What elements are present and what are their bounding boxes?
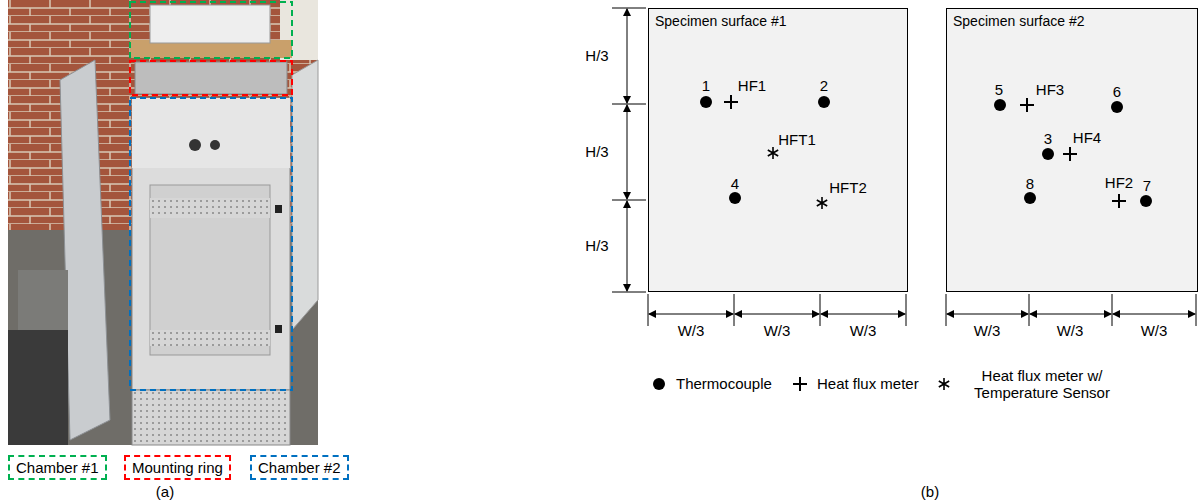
panel-label: (a) — [156, 484, 174, 501]
callout-number: 1 — [702, 78, 710, 95]
thermocouple-dot — [653, 378, 665, 390]
callout-number: 2 — [820, 78, 828, 95]
panel-label: (b) — [921, 484, 939, 501]
sensor-label: HF2 — [1105, 175, 1133, 192]
callout-number: 8 — [1026, 176, 1034, 193]
specimen-surface: Specimen surface #1 — [648, 8, 908, 292]
legend-swatch: Chamber #1 — [8, 455, 107, 480]
dimension-label: W/3 — [1141, 323, 1168, 340]
legend-text: Heat flux meter w/ Temperature Sensor — [962, 367, 1122, 402]
sensor-label: HF1 — [738, 78, 766, 95]
dimension-label: W/3 — [764, 323, 791, 340]
dimension-label: W/3 — [850, 323, 877, 340]
dimension-label: H/3 — [585, 238, 608, 255]
heat-flux-cross — [1020, 98, 1034, 112]
thermocouple-dot — [994, 99, 1006, 111]
thermocouple-dot — [1140, 195, 1152, 207]
dimension-label: W/3 — [678, 323, 705, 340]
legend-text: Mounting ring — [132, 459, 223, 476]
surface-title: Specimen surface #2 — [947, 9, 1197, 33]
heat-flux-cross — [724, 95, 738, 109]
legend-text: Chamber #2 — [258, 459, 341, 476]
sensor-label: HF3 — [1036, 82, 1064, 99]
heat-flux-temp-asterisk — [817, 197, 827, 209]
dimension-label: H/3 — [585, 144, 608, 161]
callout-number: 4 — [731, 176, 739, 193]
heat-flux-temp-asterisk — [768, 147, 778, 159]
surface-title: Specimen surface #1 — [649, 9, 907, 33]
equipment-photo — [8, 0, 318, 445]
heat-flux-cross — [1112, 194, 1126, 208]
thermocouple-dot — [729, 192, 741, 204]
callout-number: 5 — [995, 82, 1003, 99]
dimension-label: H/3 — [585, 48, 608, 65]
thermocouple-dot — [1111, 101, 1123, 113]
callout-number: 7 — [1143, 178, 1151, 195]
dimension-label: W/3 — [974, 323, 1001, 340]
thermocouple-dot — [1042, 148, 1054, 160]
sensor-label: HF4 — [1073, 130, 1101, 147]
thermocouple-dot — [700, 96, 712, 108]
legend-swatch: Chamber #2 — [250, 455, 349, 480]
legend-text: Heat flux meter — [817, 375, 919, 392]
heat-flux-cross — [1063, 147, 1077, 161]
legend-text: Chamber #1 — [16, 459, 99, 476]
heat-flux-temp-asterisk — [939, 378, 949, 390]
heat-flux-cross — [793, 377, 807, 391]
legend-swatch: Mounting ring — [124, 455, 231, 480]
callout-number: 6 — [1113, 84, 1121, 101]
thermocouple-dot — [818, 96, 830, 108]
thermocouple-dot — [1024, 192, 1036, 204]
legend-text: Thermocouple — [676, 375, 772, 392]
specimen-surface: Specimen surface #2 — [946, 8, 1198, 292]
dimension-label: W/3 — [1057, 323, 1084, 340]
sensor-label: HFT2 — [829, 180, 867, 197]
callout-number: 3 — [1044, 131, 1052, 148]
sensor-label: HFT1 — [778, 132, 816, 149]
